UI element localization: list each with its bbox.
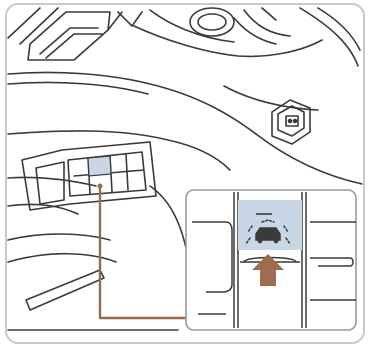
callout-zoom-box <box>186 190 356 330</box>
callout-leader-dot <box>98 184 103 189</box>
switch-highlight-small <box>88 156 111 176</box>
